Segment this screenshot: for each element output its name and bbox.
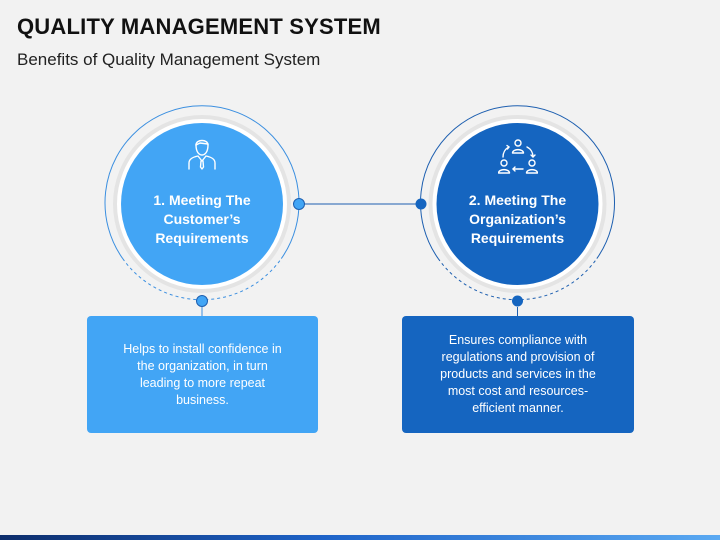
benefit-2-description-line: most cost and resources- [447, 384, 589, 398]
benefit-1-description-card: Helps to install confidence in the organ… [87, 316, 318, 433]
benefit-1-description-line: leading to more repeat [139, 375, 266, 390]
benefit-1-description-line: the organization, in turn [137, 358, 268, 373]
benefit-1-connector-dot [293, 198, 305, 210]
businessman-icon [188, 139, 216, 170]
benefit-2-description-card: Ensures compliance with regulations and … [402, 316, 634, 433]
benefit-1-label: 1. Meeting The Customer’s Requirements [127, 191, 277, 248]
benefit-2-label-line: 2. Meeting The [468, 192, 567, 208]
slide-title: QUALITY MANAGEMENT SYSTEM [17, 14, 381, 39]
benefit-2-circle [436, 123, 599, 285]
benefit-1-description-line: Helps to install confidence in [123, 341, 282, 356]
benefit-2-label-line: Organization’s [469, 211, 566, 227]
benefit-1-description: Helps to install confidence in the organ… [123, 341, 281, 409]
benefit-1-outer-ring [104, 105, 300, 259]
benefit-2-description-line: efficient manner. [472, 401, 564, 415]
benefit-1-bottom-dot [196, 295, 208, 307]
benefit-2-bottom-dot [512, 295, 523, 307]
slide-subtitle: Benefits of Quality Management System [17, 50, 321, 69]
benefit-1-graphic [104, 105, 305, 316]
benefit-1-circle [121, 123, 283, 285]
benefit-1-label-line: Customer’s [163, 211, 241, 227]
benefit-2-label-line: Requirements [470, 230, 565, 246]
team-cycle-icon [498, 139, 538, 174]
benefit-2-description-line: products and services in the [440, 367, 596, 381]
benefit-2-connector-dot [415, 198, 427, 210]
benefit-2-graphic [415, 105, 615, 316]
benefit-2-outer-ring [420, 105, 615, 259]
benefit-1-label-line: Requirements [155, 230, 249, 246]
benefit-2-description-line: Ensures compliance with [448, 333, 588, 347]
footer-gradient-bar [0, 535, 720, 540]
benefit-1-label-line: 1. Meeting The [153, 192, 251, 208]
benefit-2-description-line: regulations and provision of [441, 350, 595, 364]
benefit-1-description-line: business. [176, 392, 229, 407]
benefit-2-label: 2. Meeting The Organization’s Requiremen… [443, 191, 593, 248]
benefit-2-description: Ensures compliance with regulations and … [440, 332, 596, 417]
